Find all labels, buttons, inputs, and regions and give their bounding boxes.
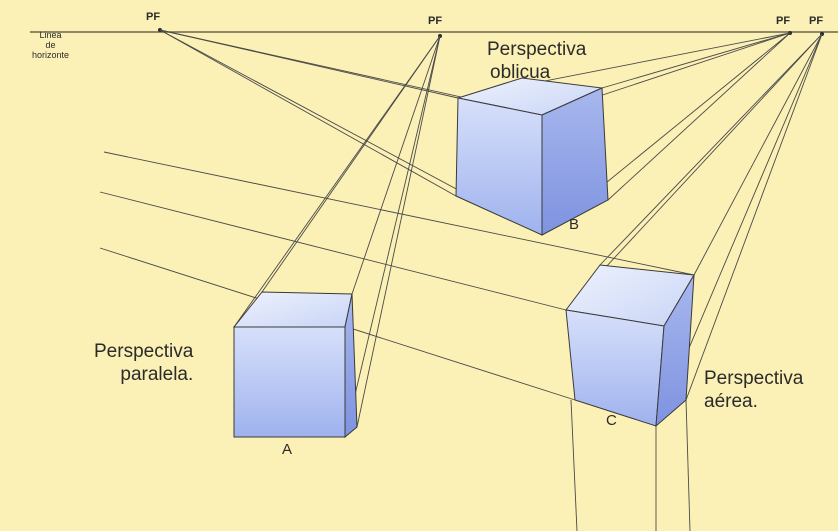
cube-c-front (565, 309, 665, 427)
cube-c-caption: Perspectiva aérea. (704, 367, 803, 413)
cube-c-side (655, 274, 695, 428)
cube-a-front (233, 326, 346, 438)
horizon-label-line: Linea (39, 30, 62, 40)
cube-b-caption: Perspectiva oblicua (487, 38, 586, 84)
horizon-label-line: de (45, 40, 56, 50)
caption-line: Perspectiva (487, 39, 587, 60)
cube-a-caption: Perspectiva paralela. (94, 340, 193, 386)
cube-b (455, 77, 609, 236)
horizon-label: Linea de horizonte (32, 30, 69, 60)
vanishing-point-label: PF (809, 15, 824, 27)
caption-line: paralela. (120, 364, 194, 385)
cube-a-letter: A (282, 441, 293, 458)
cube-b-letter: B (569, 216, 580, 233)
cube-b-right-face (541, 87, 609, 236)
cube-c-letter: C (606, 412, 617, 429)
vanishing-point-label: PF (146, 11, 161, 23)
cube-c (565, 264, 695, 428)
vanishing-point-markers (158, 28, 824, 38)
caption-line: Perspectiva (94, 341, 194, 362)
vanishing-point-label: PF (428, 15, 443, 27)
caption-line: Perspectiva (704, 368, 804, 389)
cube-a (232, 291, 358, 439)
caption-line: aérea. (704, 391, 758, 412)
caption-line: oblicua (490, 62, 551, 83)
vanishing-point-label: PF (776, 15, 791, 27)
cube-a-top (232, 291, 353, 328)
horizon-label-line: horizonte (32, 50, 70, 60)
cube-b-left-face (455, 97, 543, 236)
